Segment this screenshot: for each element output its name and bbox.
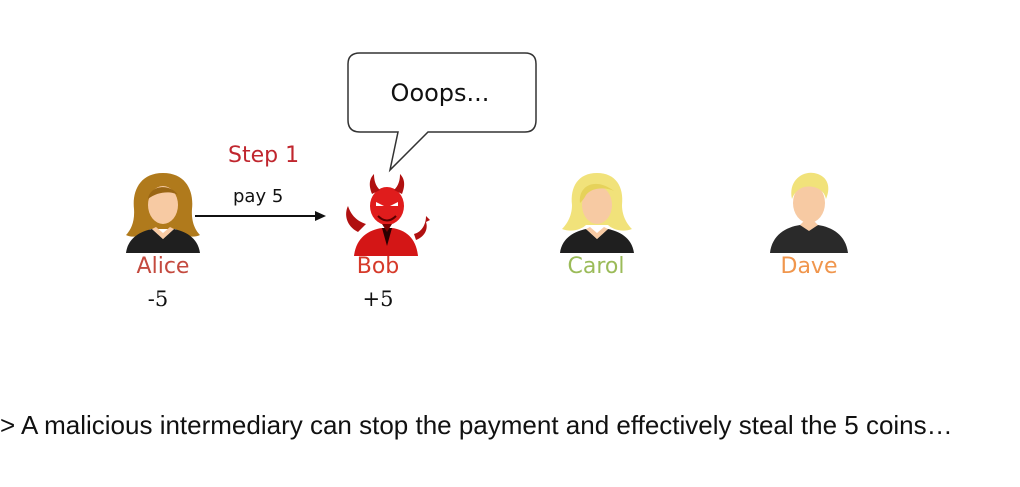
caption-text: > A malicious intermediary can stop the … — [0, 410, 953, 440]
speech-bubble — [347, 52, 537, 173]
person-balance-alice: -5 — [147, 287, 169, 311]
man-blonde-hair-icon — [770, 172, 848, 253]
woman-blonde-hair-icon — [560, 173, 634, 253]
person-name-dave: Dave — [780, 254, 838, 279]
step-action-label: pay 5 — [233, 186, 284, 207]
bubble-text: Ooops... — [390, 79, 490, 107]
payment-arrow — [195, 211, 326, 221]
person-balance-bob: +5 — [362, 287, 394, 311]
person-name-alice: Alice — [136, 254, 190, 279]
person-name-carol: Carol — [567, 254, 625, 279]
devil-icon — [346, 174, 430, 256]
person-name-bob: Bob — [356, 254, 400, 279]
step-title: Step 1 — [228, 143, 300, 168]
woman-brown-hair-icon — [126, 173, 200, 253]
